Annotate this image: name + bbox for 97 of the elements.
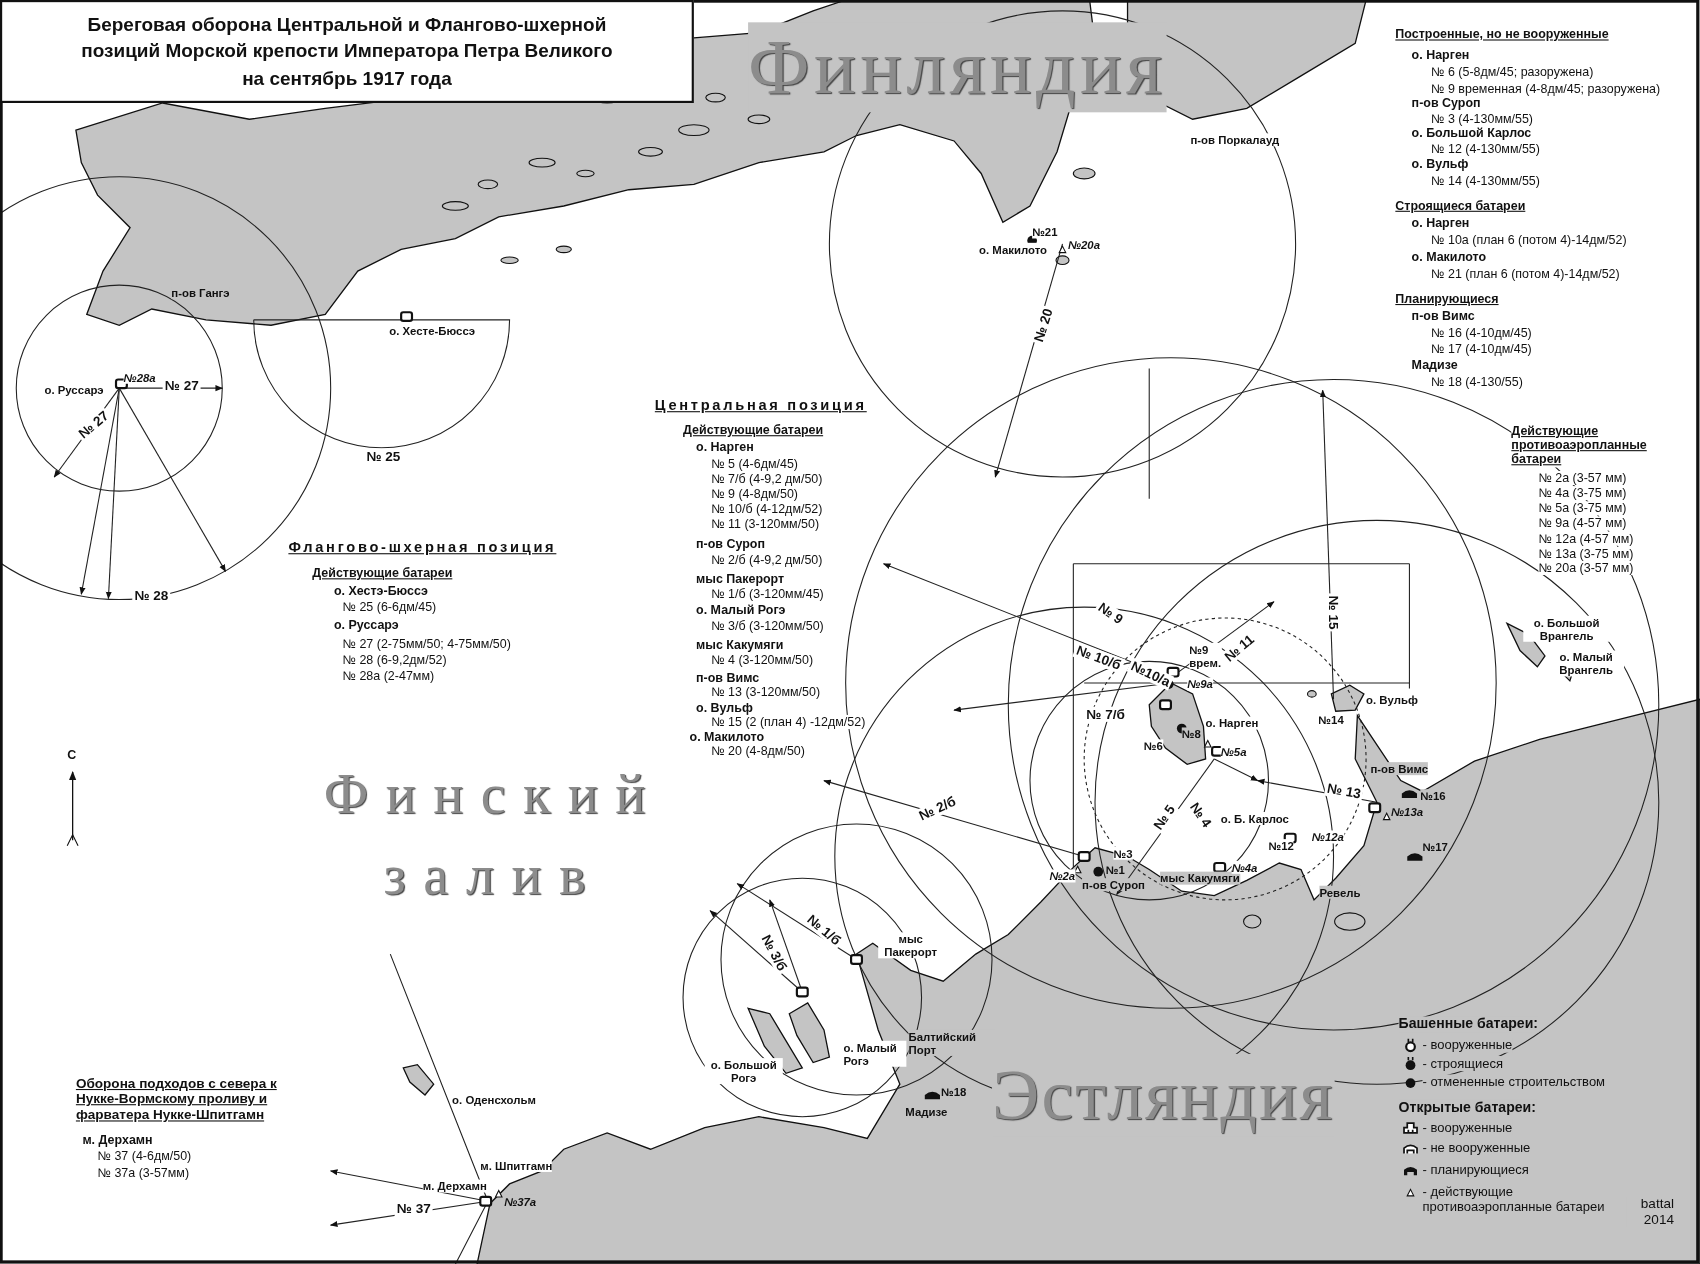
- region-name: Финляндия: [748, 22, 1167, 113]
- battery-entry: № 37 (4-6дм/50): [97, 1149, 192, 1164]
- location-name: о. Руссарэ: [333, 618, 399, 633]
- place-label: №16: [1420, 789, 1446, 803]
- legend-heading: Открытые батареи:: [1398, 1099, 1536, 1117]
- battery-number: №5а: [1220, 744, 1247, 758]
- place-label: №12: [1268, 839, 1294, 853]
- place-label: №17: [1422, 840, 1448, 854]
- place-label: №9 врем.: [1189, 642, 1222, 669]
- battery-entry: № 17 (4-10дм/45): [1431, 341, 1532, 357]
- location-name: Мадизе: [1411, 358, 1458, 373]
- battery-entry: № 6 (5-8дм/45; разоружена): [1431, 65, 1594, 80]
- battery-entry: № 2а (3-57 мм): [1538, 470, 1627, 486]
- place-label: о. Хесте-Бюссэ: [389, 324, 475, 338]
- location-name: п-ов Суроп: [696, 537, 765, 552]
- location-name: о. Нарген: [1411, 48, 1470, 63]
- section-heading: Действующие батареи: [312, 566, 453, 581]
- legend-label: - строящиеся: [1422, 1056, 1504, 1072]
- place-label: о. Большой Рогэ: [704, 1058, 783, 1085]
- battery-entry: № 4 (3-120мм/50): [711, 653, 814, 668]
- location-name: о. Вульф: [1411, 157, 1469, 172]
- position-heading: Флангово-шхерная позиция: [288, 539, 557, 556]
- battery-entry: № 12 (4-130мм/55): [1431, 142, 1540, 157]
- battery-entry: № 1/б (3-120мм/45): [711, 586, 824, 602]
- battery-entry: № 11 (3-120мм/50): [711, 517, 820, 532]
- place-label: №21: [1032, 225, 1058, 239]
- section-heading: Строящиеся батареи: [1395, 198, 1526, 214]
- place-label: о. Нарген: [1205, 716, 1259, 730]
- battery-entry: № 13а (3-75 мм): [1538, 546, 1634, 562]
- battery-entry: № 3 (4-130мм/55): [1431, 112, 1534, 127]
- location-name: о. Большой Карлос: [1411, 126, 1532, 141]
- place-label: о. Большой Врангель: [1523, 615, 1610, 642]
- location-name: мыс Пакерорт: [696, 571, 785, 587]
- battery-entry: № 15 (2 (план 4) -12дм/52): [711, 714, 866, 730]
- region-name: Эстляндия: [992, 1053, 1335, 1137]
- location-name: о. Нарген: [1411, 216, 1470, 231]
- battery-entry: № 9 (4-8дм/50): [711, 487, 798, 502]
- place-label: №6: [1143, 739, 1163, 753]
- place-label: №18: [941, 1085, 967, 1099]
- position-heading: Центральная позиция: [654, 397, 867, 414]
- section-heading: Действующие батареи: [683, 423, 824, 438]
- place-label: м. Дерхамн: [422, 1179, 487, 1193]
- place-label: п-ов Поркалауд: [1190, 133, 1280, 147]
- location-name: мыс Какумяги: [696, 637, 784, 653]
- battery-entry: № 10/б (4-12дм/52): [711, 502, 823, 517]
- section-heading: Построенные, но не вооруженные: [1395, 27, 1609, 42]
- battery-entry: № 5 (4-6дм/45): [711, 456, 798, 472]
- battery-entry: № 7/б (4-9,2 дм/50): [711, 472, 823, 487]
- battery-entry: № 28 (6-9,2дм/52): [342, 653, 447, 668]
- battery-number: №13а: [1391, 805, 1424, 819]
- place-label: п-ов Суроп: [1082, 878, 1145, 892]
- place-label: п-ов Гангэ: [171, 286, 230, 300]
- legend-heading: Башенные батареи:: [1398, 1016, 1539, 1033]
- place-label: №3: [1113, 846, 1133, 860]
- place-label: о. Вульф: [1366, 692, 1418, 706]
- battery-entry: № 5а (3-75 мм): [1538, 501, 1627, 516]
- battery-entry: № 25 (6-6дм/45): [342, 600, 437, 615]
- battery-entry: № 28а (2-47мм): [342, 669, 435, 684]
- map-title: Береговая оборона Центральной и Фланговo-шхерной позиций Морской крепости Императора Петра Великого на сентябрь 1917 года: [80, 12, 614, 91]
- battery-entry: № 9 временная (4-8дм/45; разоружена): [1431, 81, 1661, 97]
- battery-number: №28а: [123, 370, 156, 384]
- range-label: № 7/б: [1084, 706, 1128, 723]
- place-label: мыс Какумяги: [1160, 871, 1240, 885]
- place-label: №14: [1318, 713, 1344, 727]
- battery-entry: № 4а (3-75 мм): [1538, 486, 1627, 501]
- place-label: п-ов Вимс: [1370, 762, 1428, 776]
- battery-entry: № 3/б (3-120мм/50): [711, 619, 824, 634]
- location-name: о. Нарген: [696, 440, 754, 455]
- battery-entry: № 20 (4-8дм/50): [711, 744, 805, 759]
- range-label: № 37: [394, 1201, 433, 1217]
- battery-entry: № 18 (4-130/55): [1431, 375, 1523, 390]
- place-label: м. Шпитгамн: [480, 1158, 553, 1173]
- battery-entry: № 20а (3-57 мм): [1538, 560, 1634, 576]
- place-label: о. Б. Карлос: [1220, 812, 1289, 826]
- place-label: Ревель: [1319, 885, 1361, 899]
- battery-entry: № 10а (план 6 (потом 4)-14дм/52): [1431, 233, 1627, 248]
- location-name: о. Вульф: [696, 700, 753, 716]
- place-label: о. Малый Рогэ: [843, 1040, 907, 1067]
- battery-entry: № 2/б (4-9,2 дм/50): [711, 553, 823, 568]
- battery-number: №9а: [1187, 677, 1213, 691]
- battery-entry: № 13 (3-120мм/50): [711, 685, 821, 700]
- battery-entry: № 9а (4-57 мм): [1538, 516, 1627, 531]
- battery-number: №4а: [1231, 860, 1258, 874]
- battery-entry: № 14 (4-130мм/55): [1431, 173, 1540, 189]
- battery-entry: № 16 (4-10дм/45): [1431, 325, 1532, 340]
- battery-entry: № 12а (4-57 мм): [1538, 531, 1634, 546]
- section-heading: Планирующиеся: [1395, 292, 1499, 307]
- location-name: м. Дерхамн: [82, 1133, 153, 1148]
- place-label: №8: [1181, 727, 1201, 741]
- battery-number: №12а: [1311, 830, 1344, 844]
- battery-entry: № 27 (2-75мм/50; 4-75мм/50): [342, 636, 511, 652]
- battery-entry: № 21 (план 6 (потом 4)-14дм/52): [1431, 267, 1620, 282]
- location-name: п-ов Суроп: [1411, 95, 1481, 111]
- battery-entry: № 37а (3-57мм): [97, 1165, 190, 1181]
- legend-label: - отмененные строительством: [1422, 1074, 1606, 1090]
- battery-number: №2а: [1049, 869, 1076, 883]
- place-label: о. Макилото: [979, 242, 1048, 256]
